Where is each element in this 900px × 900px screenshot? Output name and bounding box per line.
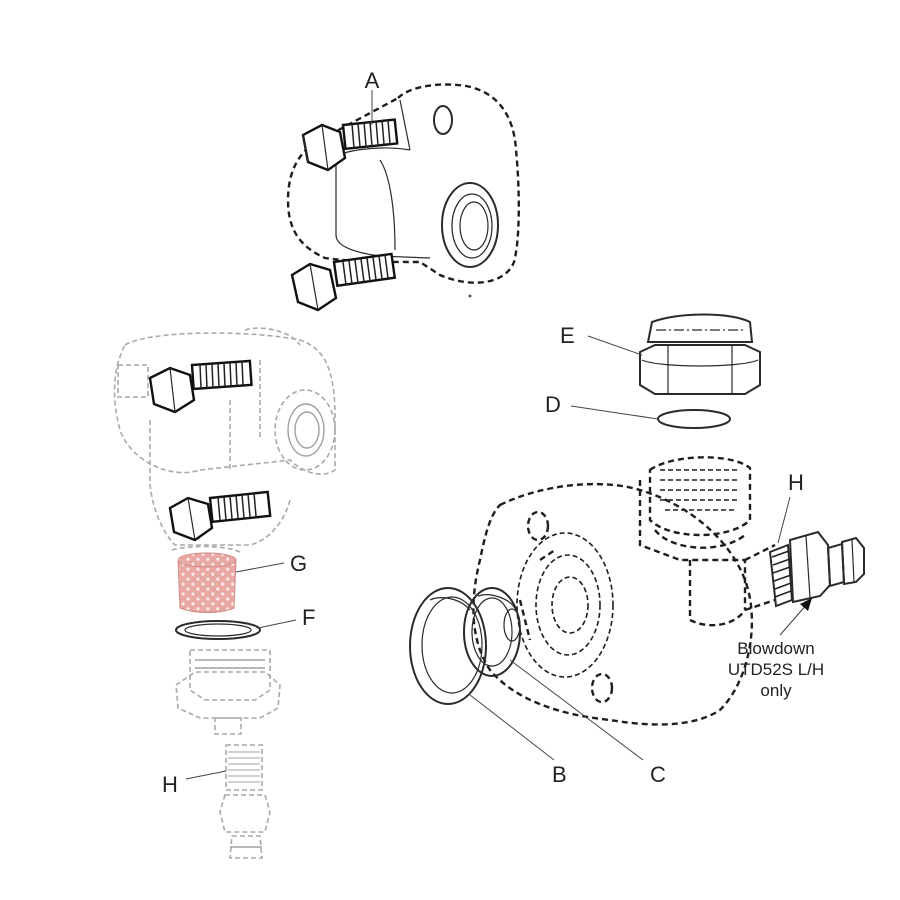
leader-h-right: H — [777, 470, 804, 544]
note-blowdown: Blowdown UTD52S L/H only — [728, 639, 824, 700]
flange-connector-a — [286, 83, 520, 298]
leader-e: E — [560, 323, 643, 356]
note-line-2: UTD52S L/H — [728, 660, 824, 679]
label-f: F — [302, 605, 315, 630]
leader-h-left: H — [162, 770, 227, 797]
leader-c: C — [509, 659, 666, 787]
label-g: G — [290, 551, 307, 576]
bolt-lower-a — [290, 252, 397, 312]
bolt-lower-left — [168, 490, 272, 542]
bolt-upper-a — [301, 118, 399, 172]
label-h-left: H — [162, 772, 178, 797]
bolt-upper-left — [148, 359, 253, 414]
leader-b: B — [469, 694, 567, 787]
note-arrow — [779, 598, 812, 636]
leader-g: G — [235, 551, 307, 576]
label-e: E — [560, 323, 575, 348]
strainer-screen-g — [171, 545, 241, 613]
disc-c — [463, 587, 521, 677]
ghost-blowdown-valve-left — [219, 744, 271, 859]
disc-d — [657, 409, 731, 429]
leader-d: D — [545, 392, 659, 420]
leader-a: A — [365, 68, 380, 125]
note-line-3: only — [760, 681, 792, 700]
ghost-cap-nut — [175, 649, 281, 735]
label-c: C — [650, 762, 666, 787]
label-b: B — [552, 762, 567, 787]
label-d: D — [545, 392, 561, 417]
seat-ring-b — [409, 587, 487, 705]
cap-e — [639, 313, 761, 395]
gasket-f — [175, 620, 261, 640]
note-line-1: Blowdown — [737, 639, 815, 658]
ghost-flange-body — [113, 327, 336, 546]
label-h-right: H — [788, 470, 804, 495]
label-a: A — [365, 68, 380, 93]
leader-f: F — [257, 605, 315, 630]
blowdown-valve-right — [768, 530, 865, 608]
trap-body — [472, 456, 776, 726]
